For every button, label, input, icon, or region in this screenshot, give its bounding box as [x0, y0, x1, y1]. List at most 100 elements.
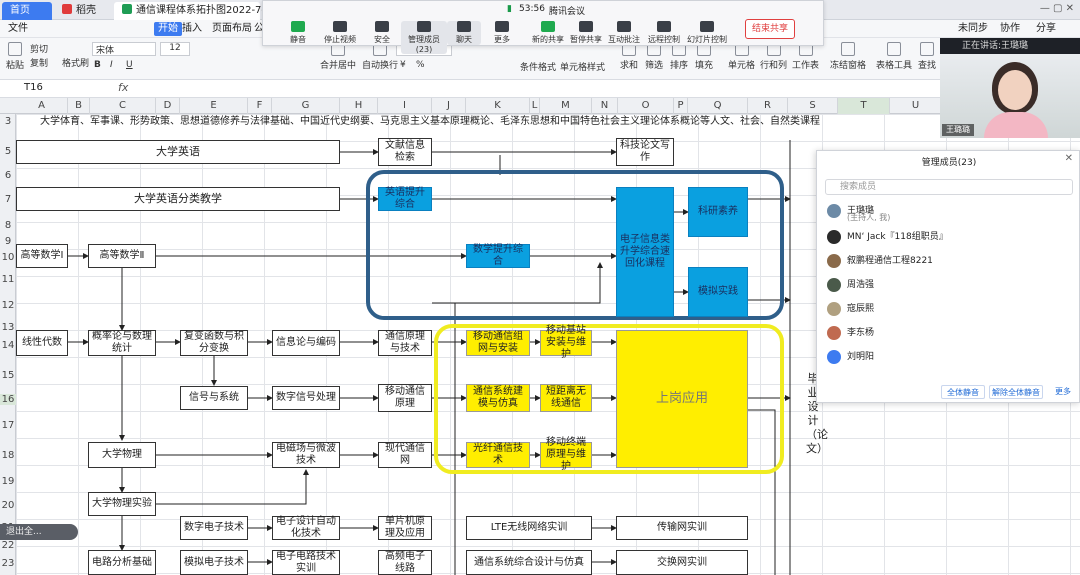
course-box[interactable]: 电磁场与微波技术 — [272, 442, 340, 468]
col-header[interactable]: R — [748, 98, 788, 114]
member-row[interactable]: 周浩强 — [827, 275, 874, 295]
cell-ref[interactable]: T16 — [24, 82, 43, 93]
course-box[interactable]: 数字信号处理 — [272, 386, 340, 410]
more-members-button[interactable]: 更多 — [1049, 385, 1077, 399]
unmute-all-button[interactable]: 解除全体静音 — [989, 385, 1043, 399]
course-box[interactable]: LTE无线网络实训 — [466, 516, 592, 540]
course-box[interactable]: 高等数学Ⅱ — [88, 244, 156, 268]
course-box[interactable]: 大学物理实验 — [88, 492, 156, 516]
row-header[interactable]: 20 — [1, 500, 15, 511]
course-box[interactable]: 英语提升综合 — [378, 187, 432, 211]
freeze-button[interactable]: 冻结窗格 — [830, 42, 866, 71]
course-box[interactable]: 科研素养 — [688, 187, 748, 237]
course-box[interactable]: 通信原理与技术 — [378, 330, 432, 356]
course-box[interactable]: 传输网实训 — [616, 516, 748, 540]
col-header[interactable]: C — [90, 98, 156, 114]
row-header[interactable]: 14 — [1, 340, 15, 351]
col-header[interactable]: B — [68, 98, 90, 114]
close-icon[interactable]: ✕ — [1064, 153, 1073, 164]
col-header[interactable]: D — [156, 98, 180, 114]
cond-format-button[interactable]: 条件格式 — [520, 63, 557, 73]
col-header[interactable]: S — [788, 98, 838, 114]
col-header[interactable]: I — [378, 98, 432, 114]
chat-button[interactable]: 聊天 — [447, 21, 481, 45]
slide-control-button[interactable]: 幻灯片控制 — [687, 21, 727, 45]
percent-button[interactable]: % — [416, 60, 425, 70]
course-box[interactable]: 通信系统综合设计与仿真 — [466, 550, 592, 575]
member-row[interactable]: 李东杨 — [827, 323, 874, 343]
course-box[interactable]: 大学英语 — [16, 140, 340, 164]
manage-members-button[interactable]: 管理成员(23) — [401, 21, 447, 54]
tab-docer[interactable]: 稻壳 — [54, 2, 112, 20]
course-box[interactable]: 文献信息检索 — [378, 138, 432, 166]
row-header[interactable]: 5 — [4, 146, 12, 157]
paste-button[interactable]: 粘贴 — [6, 42, 24, 71]
row-header[interactable]: 10 — [1, 252, 15, 263]
security-button[interactable]: 安全 — [365, 21, 399, 45]
table-tools-button[interactable]: 表格工具 — [876, 42, 912, 71]
col-header[interactable]: L — [530, 98, 540, 114]
col-header[interactable]: O — [618, 98, 674, 114]
font-select[interactable]: 宋体 — [92, 42, 156, 56]
currency-button[interactable]: ¥ — [400, 60, 406, 70]
bold-button[interactable]: B — [94, 60, 101, 70]
col-header[interactable]: A — [16, 98, 68, 114]
col-header[interactable]: J — [432, 98, 466, 114]
col-header[interactable]: F — [248, 98, 272, 114]
row-header[interactable]: 23 — [1, 558, 15, 569]
new-share-button[interactable]: 新的共享 — [531, 21, 565, 45]
italic-button[interactable]: I — [110, 60, 113, 70]
row-header[interactable]: 8 — [4, 220, 12, 231]
course-box[interactable]: 上岗应用 — [616, 330, 748, 468]
menu-insert[interactable]: 插入 — [182, 23, 202, 34]
course-box[interactable]: 复变函数与积分变换 — [180, 330, 248, 356]
course-box[interactable]: 单片机原理及应用 — [378, 516, 432, 540]
menu-file[interactable]: 文件 — [8, 23, 28, 34]
member-row[interactable]: 王璐璐(主持人, 我) — [827, 201, 890, 222]
member-row[interactable]: 叙鹏程通信工程8221 — [827, 251, 933, 271]
col-header[interactable]: P — [674, 98, 688, 114]
menu-layout[interactable]: 页面布局 — [212, 23, 252, 34]
course-box[interactable]: 概率论与数理统计 — [88, 330, 156, 356]
course-box[interactable]: 数字电子技术 — [180, 516, 248, 540]
course-box[interactable]: 移动通信原理 — [378, 384, 432, 412]
course-box[interactable]: 通信系统建模与仿真 — [466, 384, 530, 412]
copy-button[interactable]: 复制 — [30, 56, 48, 69]
col-header[interactable]: E — [180, 98, 248, 114]
course-box[interactable]: 信息论与编码 — [272, 330, 340, 356]
row-header[interactable]: 19 — [1, 476, 15, 487]
annotate-button[interactable]: 互动批注 — [607, 21, 641, 45]
member-row[interactable]: MN‘ Jack『118组职员』 — [827, 227, 948, 247]
collab-button[interactable]: 协作 — [1000, 23, 1020, 34]
course-box[interactable]: 科技论文写作 — [616, 138, 674, 166]
row-header[interactable]: 13 — [1, 322, 15, 333]
course-box[interactable]: 电子设计自动化技术 — [272, 516, 340, 540]
course-box[interactable]: 模拟电子技术 — [180, 550, 248, 575]
sync-status[interactable]: 未同步 — [958, 23, 988, 34]
col-header[interactable]: H — [340, 98, 378, 114]
share-button[interactable]: 分享 — [1036, 23, 1056, 34]
course-box[interactable]: 交换网实训 — [616, 550, 748, 575]
member-row[interactable]: 寇辰熙 — [827, 299, 874, 319]
row-header[interactable]: 18 — [1, 450, 15, 461]
course-box[interactable]: 电路分析基础 — [88, 550, 156, 575]
col-header[interactable]: G — [272, 98, 340, 114]
mute-button[interactable]: 静音 — [281, 21, 315, 45]
course-box[interactable]: 移动终端原理与维护 — [540, 437, 592, 472]
row-header[interactable]: 7 — [4, 194, 12, 205]
course-box[interactable]: 短距离无线通信 — [540, 384, 592, 412]
window-controls[interactable]: — ▢ ✕ — [1039, 3, 1074, 14]
row-header[interactable]: 15 — [1, 370, 15, 381]
course-box[interactable]: 大学英语分类教学 — [16, 187, 340, 211]
member-search-input[interactable]: 搜索成员 — [825, 179, 1073, 195]
row-header[interactable]: 22 — [1, 540, 15, 551]
row-header[interactable]: 12 — [1, 300, 15, 311]
remote-control-button[interactable]: 远程控制 — [647, 21, 681, 45]
pause-share-button[interactable]: 暂停共享 — [569, 21, 603, 45]
row-header[interactable]: 17 — [1, 420, 15, 431]
row-header[interactable]: 9 — [4, 236, 12, 247]
course-box[interactable]: 现代通信网 — [378, 442, 432, 468]
row-header[interactable]: 11 — [1, 274, 15, 285]
course-box[interactable]: 移动通信组网与安装 — [466, 330, 530, 356]
tab-home[interactable]: 首页 — [2, 2, 52, 20]
